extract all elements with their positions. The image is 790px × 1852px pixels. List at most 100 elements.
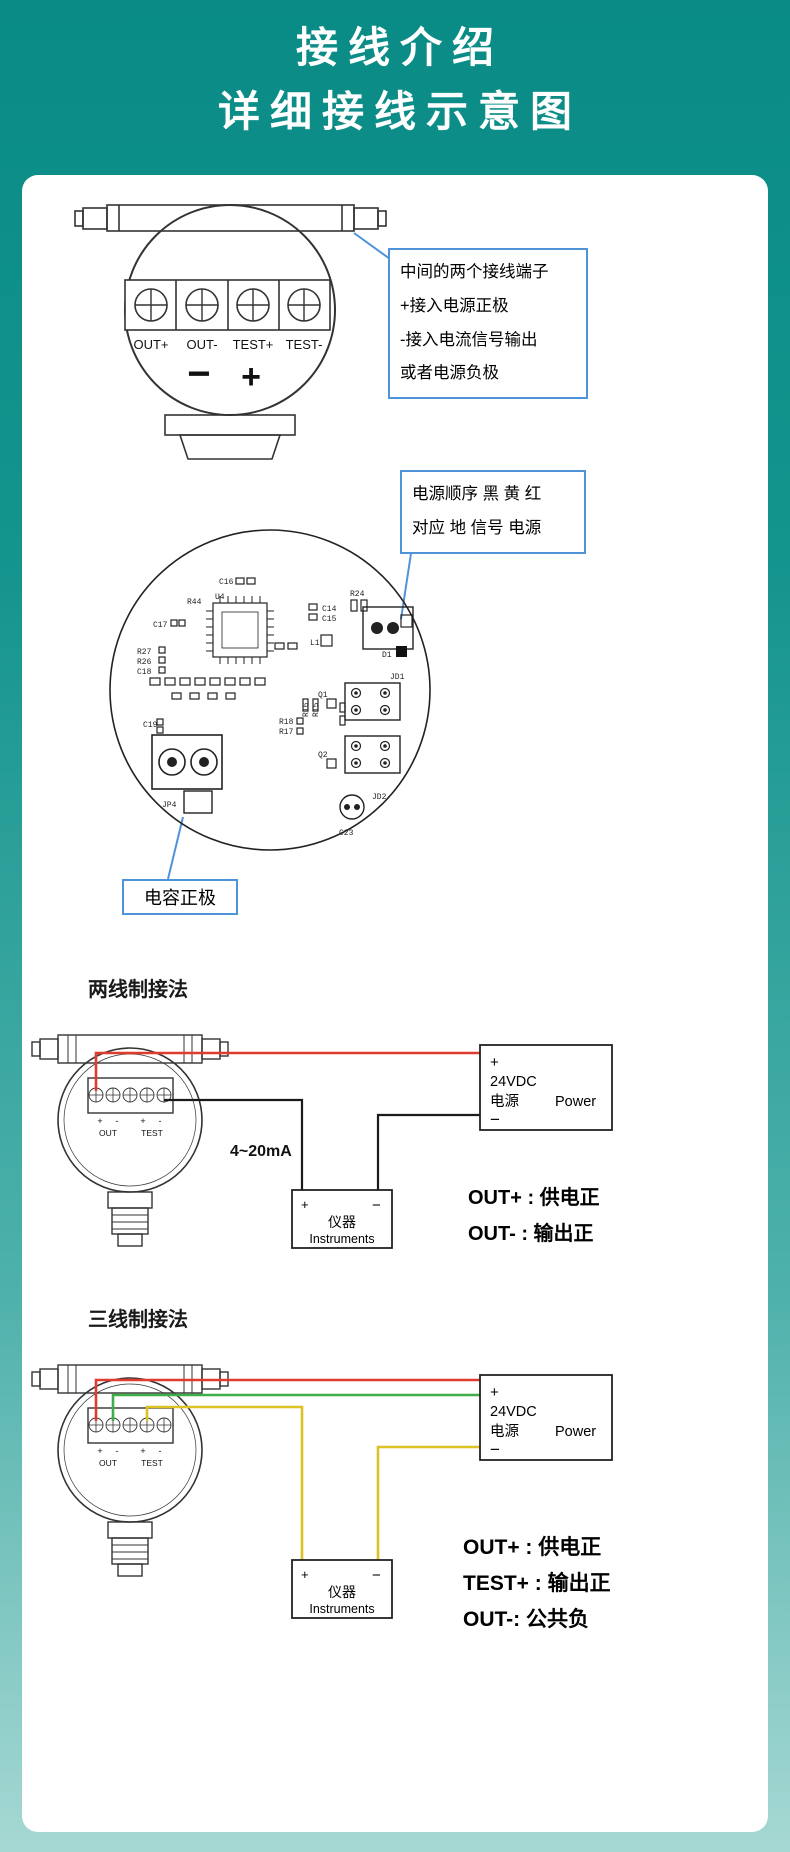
pcb-label-r24: R24: [350, 590, 365, 599]
passive-components: [149, 577, 368, 735]
note-box-terminals: 中间的两个接线端子 +接入电源正极 -接入电流信号输出 或者电源负极: [388, 248, 588, 400]
page-title-line2: 详细接线示意图: [217, 87, 582, 135]
transmitter-two-wire-labels: + - + - OUT TEST: [97, 1116, 163, 1138]
transistor-q2: [326, 758, 337, 769]
pcb-label-q2: Q2: [318, 751, 328, 760]
note-line: +接入电源正极: [400, 296, 509, 315]
wire-note: OUT-: 公共负: [463, 1608, 589, 1631]
power-minus: −: [490, 1440, 500, 1459]
wire-black-output: [164, 1098, 304, 1190]
terminal-head-labels: OUT+ OUT- TEST+ TEST- − +: [133, 337, 322, 396]
pcb-label-c14: C14: [322, 605, 337, 614]
screw-slots: [135, 289, 320, 321]
wire-red-supply: [94, 1378, 480, 1421]
power-label-cn: 电源: [490, 1423, 519, 1440]
instruments-box-three-wire: + − 仪器 Instruments: [291, 1559, 393, 1619]
pcb-label-c16: C16: [219, 578, 234, 587]
ic-u4: [212, 602, 268, 658]
instrument-label-cn: 仪器: [328, 1214, 356, 1230]
note-line: 电源顺序 黑 黄 红: [412, 485, 542, 503]
wire-yellow-signal: [145, 1405, 304, 1560]
power-connector: [362, 606, 414, 650]
mark: -: [116, 1116, 119, 1126]
transistor-q1: [326, 698, 337, 709]
pcb-label-jp4: JP4: [162, 801, 177, 810]
wire-note: OUT+ : 供电正: [463, 1536, 602, 1559]
pcb-label-jd2: JD2: [372, 793, 387, 802]
pcb-label-r16: R16: [302, 702, 311, 717]
terminal-label: OUT+: [133, 337, 168, 352]
pcb-label-c15: C15: [322, 615, 337, 624]
power-minus: −: [490, 1110, 500, 1129]
terminal-label: TEST+: [233, 337, 274, 352]
terminal-head-drawing: [74, 204, 391, 460]
section-title-two-wire: 两线制接法: [88, 979, 188, 1001]
diode-d1: [396, 646, 407, 657]
note-line: 对应 地 信号 电源: [412, 518, 542, 537]
instrument-plus: +: [301, 1567, 309, 1582]
wire-note: OUT+ : 供电正: [468, 1187, 600, 1209]
head-right-plug: [353, 207, 379, 230]
power-plus: +: [490, 1384, 499, 1401]
polarity-minus-mark: −: [187, 352, 210, 396]
power-supply-box-two-wire: + 24VDC 电源 Power −: [479, 1044, 613, 1131]
power-label-en: Power: [555, 1424, 596, 1440]
pcb-label-q1: Q1: [318, 691, 328, 700]
pcb-label-c23: C23: [339, 829, 354, 838]
out-label: OUT: [99, 1458, 117, 1468]
current-loop-label: 4~20mA: [230, 1143, 292, 1160]
mark: +: [140, 1446, 145, 1456]
instrument-minus: −: [372, 1197, 381, 1214]
mark: +: [140, 1116, 145, 1126]
wire-note: TEST+ : 输出正: [463, 1572, 611, 1595]
power-label-en: Power: [555, 1094, 596, 1110]
wire-yellow-return: [376, 1445, 480, 1560]
transmitter-two-wire: [31, 1034, 229, 1247]
head-left-plug: [82, 207, 108, 230]
out-label: OUT: [99, 1128, 117, 1138]
pcb-drawing: [109, 529, 431, 880]
wiring-diagram-svg: OUT+ OUT- TEST+ TEST- − +: [31, 204, 613, 1619]
pcb-label-r15: R15: [312, 702, 321, 717]
transmitter-three-wire: [31, 1364, 229, 1577]
note-line: -接入电流信号输出: [400, 330, 538, 349]
power-plus: +: [490, 1054, 499, 1071]
instrument-plus: +: [301, 1197, 309, 1212]
pcb-label-r26: R26: [137, 658, 152, 667]
power-model: 24VDC: [490, 1404, 537, 1420]
test-label: TEST: [141, 1128, 163, 1138]
mark: -: [159, 1116, 162, 1126]
pcb-label-r44: R44: [187, 598, 202, 607]
content-card: OUT+ OUT- TEST+ TEST- − +: [22, 175, 768, 1832]
header: 接线介绍 详细接线示意图: [0, 0, 790, 144]
transmitter-three-wire-labels: + - + - OUT TEST: [97, 1446, 163, 1468]
pcb-labels: C16 U4 R44 C17 R27 R26 C18 C14 C15 R24 L…: [137, 578, 405, 838]
power-model: 24VDC: [490, 1074, 537, 1090]
note-box-power-order: 电源顺序 黑 黄 红 对应 地 信号 电源: [400, 470, 586, 554]
note2-connector-line: [400, 546, 413, 620]
instrument-label-cn: 仪器: [328, 1584, 356, 1600]
capacitor-c23: [339, 794, 365, 820]
wire-note: OUT- : 输出正: [468, 1223, 594, 1245]
wire-red-supply: [94, 1051, 480, 1091]
jd1-blocks: [344, 682, 401, 774]
mark: +: [97, 1446, 102, 1456]
note-line: 中间的两个接线端子: [400, 263, 549, 281]
mark: -: [116, 1446, 119, 1456]
capacitor-terminal-block: [151, 734, 223, 814]
pcb-label-c17: C17: [153, 621, 168, 630]
mark: -: [159, 1446, 162, 1456]
instruments-box-two-wire: + − 仪器 Instruments: [291, 1189, 393, 1249]
head-neck-lower: [178, 434, 282, 460]
pcb-label-jd1: JD1: [390, 673, 405, 682]
head-top-bar: [106, 204, 355, 232]
pcb-label-c19: C19: [143, 721, 158, 730]
terminal-label: OUT-: [186, 337, 217, 352]
note1-connector-line: [353, 232, 391, 260]
polarity-plus-mark: +: [241, 358, 261, 396]
note-line: 或者电源负极: [400, 364, 499, 383]
pcb-label-u4: U4: [215, 593, 225, 602]
head-neck-upper: [164, 414, 296, 436]
power-supply-box-three-wire: + 24VDC 电源 Power −: [479, 1374, 613, 1461]
pcb-label-d1: D1: [382, 651, 392, 660]
